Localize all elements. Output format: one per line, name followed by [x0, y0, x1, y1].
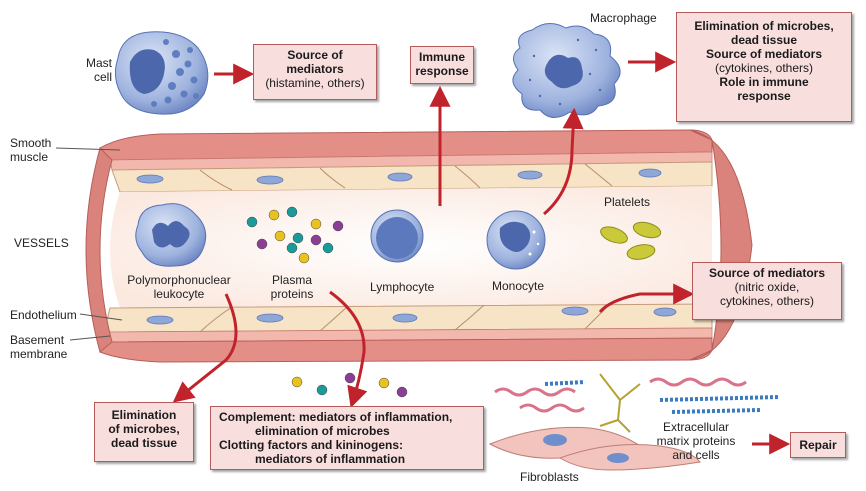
- arrow-pmn-to-elimination: [172, 293, 238, 403]
- arrow-plasma-to-roles: [329, 290, 368, 408]
- box-pmn-elimination: Elimination of microbes, dead tissue: [94, 402, 194, 462]
- label-endothelium: Endothelium: [10, 308, 77, 322]
- label-fibroblasts: Fibroblasts: [520, 470, 579, 484]
- label-platelets: Platelets: [604, 195, 651, 209]
- label-leader-lines: [55, 147, 123, 341]
- label-lymphocyte: Lymphocyte: [370, 280, 435, 294]
- pmn-leukocyte-cell: [135, 203, 207, 267]
- lymphocyte-cell: [370, 209, 424, 263]
- arrow-endothelium-to-source: [598, 283, 695, 314]
- extravasated-proteins: [291, 372, 408, 398]
- arrow-monocyte-to-macrophage: [543, 107, 584, 216]
- fibroblast-cells: [488, 426, 701, 471]
- extracellular-matrix-fibers: [494, 373, 781, 433]
- platelet-cells: [600, 221, 662, 260]
- box-plasma-protein-roles: Complement: mediators of inflammation, e…: [210, 406, 484, 470]
- smooth-muscle-bottom: [99, 337, 713, 363]
- label-vessels: VESSELS: [14, 236, 69, 250]
- mast-cell: [114, 31, 209, 115]
- monocyte-cell: [486, 210, 546, 270]
- box-mast-source-of-mediators: Source of mediators (histamine, others): [253, 44, 377, 100]
- box-repair: Repair: [790, 432, 846, 458]
- box-macrophage-roles: Elimination of microbes, dead tissue Sou…: [676, 12, 852, 122]
- plasma-protein-particles: [246, 206, 344, 264]
- box-endothelium-source-of-mediators: Source of mediators (nitric oxide, cytok…: [692, 262, 842, 320]
- macrophage-cell: [512, 23, 621, 118]
- label-macrophage: Macrophage: [590, 11, 657, 25]
- endothelial-nuclei: [136, 168, 677, 325]
- blood-vessel: [85, 129, 753, 363]
- label-monocyte: Monocyte: [492, 279, 545, 293]
- box-immune-response: Immune response: [410, 46, 474, 84]
- flow-arrows: [172, 51, 791, 455]
